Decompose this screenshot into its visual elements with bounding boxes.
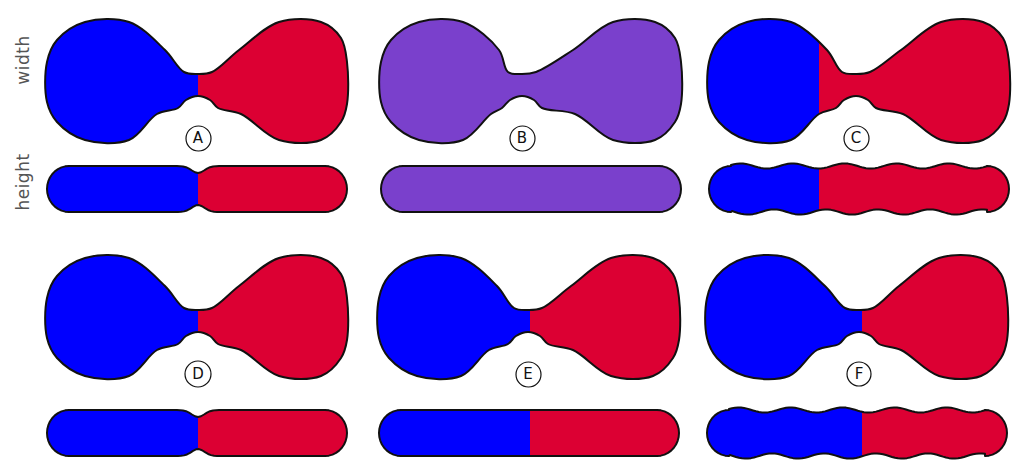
- circle-shape: [185, 361, 211, 387]
- mixed-region: [381, 166, 681, 212]
- top-view-shape: [377, 255, 680, 379]
- top-view-shape: [379, 19, 682, 143]
- panel-letter-circle: E: [515, 361, 542, 388]
- blue-region: [379, 410, 530, 456]
- axis-label: height: [12, 153, 32, 210]
- shape-outline: [47, 410, 347, 456]
- panel-letter: F: [846, 361, 872, 383]
- red-region: [198, 166, 347, 212]
- red-region: [198, 410, 347, 456]
- shape-outline: [377, 255, 680, 379]
- shape-outline: [707, 19, 1010, 143]
- panel-letter-circle: F: [846, 361, 872, 387]
- panel-letter: D: [184, 360, 212, 383]
- red-region: [530, 255, 680, 379]
- side-view-shape: [47, 410, 347, 456]
- top-view-shape: [45, 19, 348, 143]
- shape-outline: [379, 19, 682, 143]
- circle-shape: [186, 126, 211, 151]
- red-region: [198, 255, 348, 379]
- shape-outline: [47, 166, 347, 212]
- blue-region: [709, 163, 819, 214]
- blue-region: [707, 19, 819, 143]
- red-region: [862, 255, 1008, 379]
- top-view-shape: [707, 19, 1010, 143]
- blue-region: [47, 166, 198, 212]
- mixed-region: [379, 19, 682, 143]
- shape-outline: [705, 255, 1008, 379]
- shape-outline: [381, 166, 681, 212]
- panel-letter: C: [843, 125, 870, 148]
- side-view-shape: [379, 410, 679, 456]
- red-region: [862, 407, 1007, 458]
- blue-region: [705, 255, 862, 379]
- axis-label: width: [12, 35, 32, 84]
- circle-shape: [844, 126, 869, 151]
- shape-outline: [709, 163, 1009, 214]
- red-region: [819, 19, 1010, 143]
- shape-outline: [45, 19, 348, 143]
- panel-letter-circle: B: [509, 125, 536, 152]
- shape-outline: [379, 410, 679, 456]
- blue-region: [377, 255, 530, 379]
- shape-outline: [707, 407, 1007, 458]
- side-view-shape: [47, 166, 347, 212]
- red-region: [530, 410, 679, 456]
- circle-shape: [510, 126, 535, 151]
- panel-letter: A: [185, 125, 212, 148]
- panel-letter-circle: A: [185, 125, 212, 152]
- blue-region: [707, 407, 862, 458]
- side-view-shape: [381, 166, 681, 212]
- top-view-shape: [705, 255, 1008, 379]
- side-view-shape: [707, 407, 1007, 458]
- panel-letter: E: [515, 361, 542, 384]
- blue-region: [45, 19, 198, 143]
- panel-letter-circle: D: [184, 360, 212, 388]
- circle-shape: [847, 362, 871, 386]
- panel-letter: B: [509, 125, 536, 148]
- red-region: [819, 163, 1009, 214]
- red-region: [198, 19, 348, 143]
- circle-shape: [516, 362, 541, 387]
- panel-letter-circle: C: [843, 125, 870, 152]
- blue-region: [45, 255, 198, 379]
- side-view-shape: [709, 163, 1009, 214]
- blue-region: [47, 410, 198, 456]
